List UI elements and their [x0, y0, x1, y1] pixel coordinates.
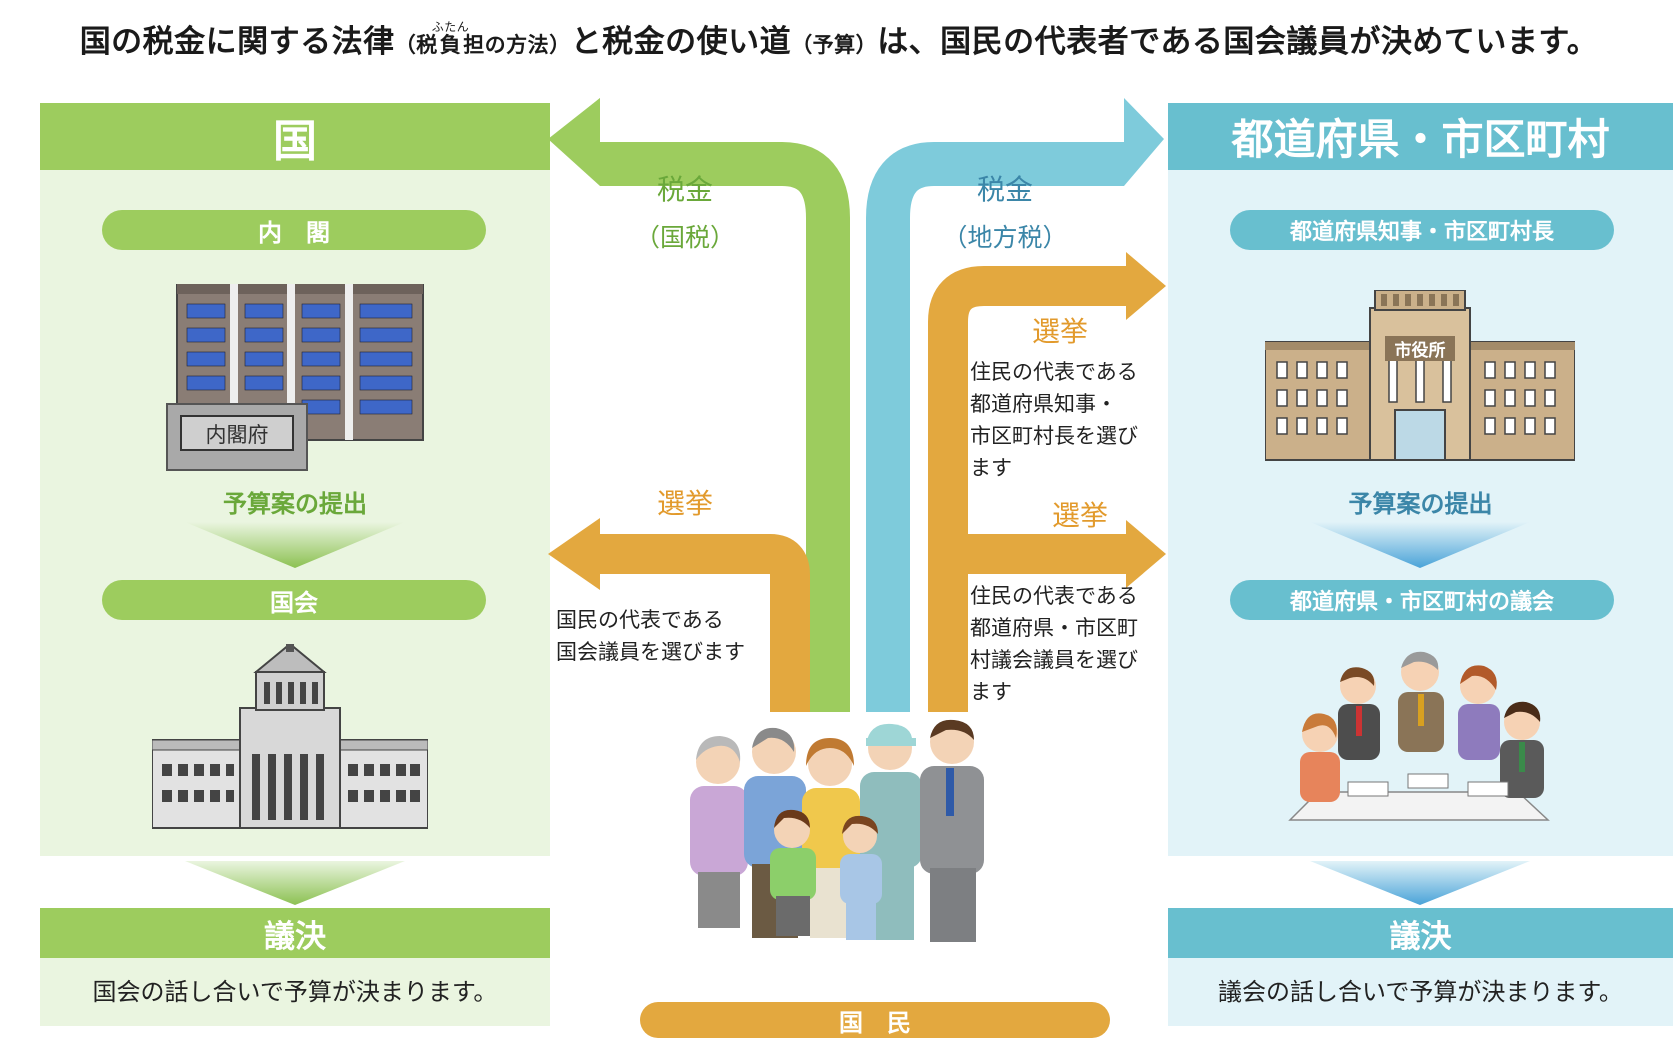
national-title: 国: [273, 115, 317, 167]
national-decision-chevron-icon: [185, 861, 405, 905]
tax-local-sublabel: （地方税）: [942, 223, 1068, 252]
cabinet-office-building-illustration: [166, 284, 424, 471]
election-assembly-desc-line: 村議会議員を選び: [970, 648, 1138, 672]
furigana-ruby: 負ふたん: [432, 20, 469, 57]
election-head-desc-line: 都道府県知事・: [970, 392, 1117, 416]
cabinet-label: 内 閣: [258, 218, 330, 247]
title-part: と税金の使い道: [570, 24, 792, 60]
local-flow-chevron-icon: [1310, 522, 1530, 568]
assembly-meeting-illustration: [1288, 651, 1550, 821]
election-head-desc-line: ます: [970, 456, 1012, 480]
title-part: は、国民の代表者である国会議員が決めています。: [877, 24, 1599, 60]
local-decision-label: 議決: [1389, 918, 1452, 955]
diet-label: 国会: [270, 588, 318, 617]
local-head-pill: 都道府県知事・市区町村長: [1230, 210, 1614, 250]
title-paren-text: 税: [416, 33, 438, 57]
election-head-desc-line: 住民の代表である: [970, 360, 1138, 384]
election-head-label: 選挙: [1031, 315, 1088, 348]
local-decision-chevron-icon: [1310, 861, 1530, 905]
national-flow-chevron-icon: [185, 522, 405, 568]
citizens-pill: 国 民: [640, 1002, 1110, 1038]
cabinet-office-sign: 内閣府: [205, 423, 269, 447]
local-decision-desc-box: [1168, 958, 1673, 1026]
tax-national-sublabel: （国税）: [634, 223, 735, 252]
national-decision-description: 国会の話し合いで予算が決まります。: [92, 978, 498, 1006]
city-hall-sign: 市役所: [1385, 336, 1455, 361]
local-budget-submission-label: 予算案の提出: [1348, 490, 1493, 518]
tax-national-label: 税金: [656, 173, 713, 206]
title-paren: ）: [549, 33, 571, 57]
election-head-arrow: [928, 266, 1126, 712]
national-title-bar: 国: [40, 103, 550, 170]
national-decision-label: 議決: [264, 918, 326, 955]
election-assembly-label: 選挙: [1051, 499, 1108, 532]
election-national-desc-line: 国会議員を選びます: [556, 640, 745, 664]
election-national-description: 国民の代表である 国会議員を選びます: [556, 604, 796, 668]
local-title-bar: 都道府県・市区町村: [1168, 103, 1673, 170]
diet-pill: 国会: [102, 580, 486, 620]
title-paren: （: [394, 33, 417, 57]
local-assembly-label: 都道府県・市区町村の議会: [1289, 590, 1554, 615]
ruby-text: ふたん: [431, 20, 470, 34]
title-paren-text: 担の方法: [463, 33, 550, 57]
election-national-desc-line: 国民の代表である: [556, 608, 724, 632]
election-assembly-arrowhead: [1126, 520, 1166, 588]
national-diet-building-illustration: [152, 644, 428, 829]
election-national-label: 選挙: [656, 487, 713, 520]
election-assembly-description: 住民の代表である 都道府県・市区町 村議会議員を選び ます: [970, 580, 1170, 708]
local-assembly-pill: 都道府県・市区町村の議会: [1230, 580, 1614, 620]
national-budget-submission-label: 予算案の提出: [223, 490, 367, 518]
citizens-label: 国 民: [839, 1008, 911, 1037]
tax-local-arrowhead: [1124, 98, 1164, 186]
election-assembly-desc-line: 都道府県・市区町: [970, 616, 1138, 640]
election-head-description: 住民の代表である 都道府県知事・ 市区町村長を選び ます: [970, 356, 1170, 484]
election-assembly-desc-line: ます: [970, 680, 1012, 704]
election-national-arrowhead: [548, 518, 600, 590]
title-part: 国の税金に関する法律: [79, 24, 395, 60]
tax-local-arrow: [866, 142, 1124, 712]
citizens-group-illustration: [690, 719, 984, 942]
local-title: 都道府県・市区町村: [1231, 115, 1610, 164]
election-assembly-desc-line: 住民の代表である: [970, 584, 1138, 608]
cabinet-pill: 内 閣: [102, 210, 486, 250]
national-decision-bar: 議決: [40, 908, 550, 958]
local-head-label: 都道府県知事・市区町村長: [1289, 220, 1554, 245]
national-decision-desc-box: [40, 958, 550, 1026]
page-title: 国の税金に関する法律（税負ふたん担の方法）と税金の使い道（予算）は、国民の代表者…: [0, 16, 1678, 61]
election-head-desc-line: 市区町村長を選び: [970, 424, 1138, 448]
tax-local-label: 税金: [976, 173, 1033, 206]
ruby-base: 負: [431, 33, 470, 57]
title-paren-text: （予算）: [791, 33, 878, 57]
election-head-arrowhead: [1126, 252, 1166, 320]
local-decision-description: 議会の話し合いで予算が決まります。: [1218, 978, 1623, 1006]
tax-national-arrow: [600, 142, 850, 712]
election-national-arrow: [600, 534, 810, 712]
local-decision-bar: 議決: [1168, 908, 1673, 958]
